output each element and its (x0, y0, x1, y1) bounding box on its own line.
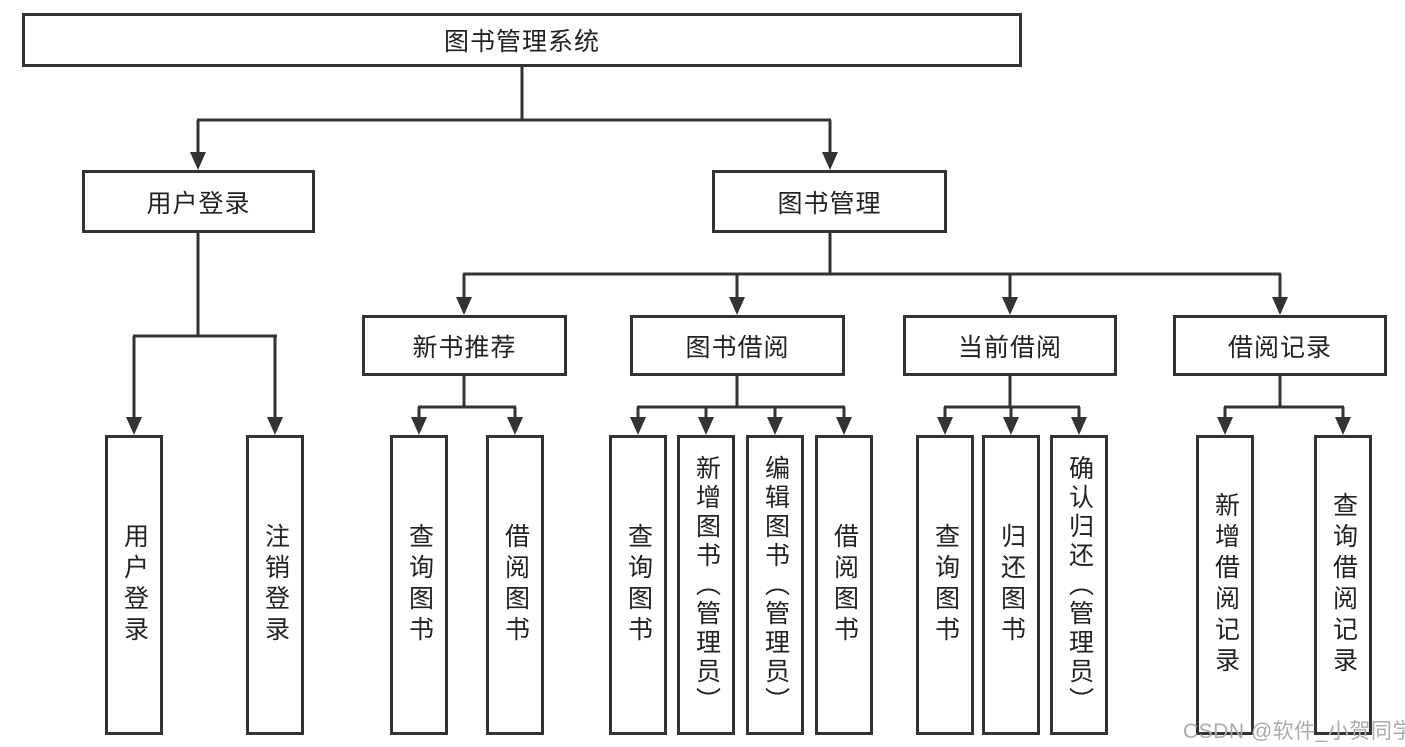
leaf-nb-query-book: 查询图书 (390, 435, 448, 735)
leaf-bb-edit-book: 编辑图书（管理员） (746, 435, 804, 735)
leaf-user-login-label: 用户登录 (120, 523, 149, 647)
leaf-br-add-record: 新增借阅记录 (1196, 435, 1254, 735)
node-current-borrow: 当前借阅 (903, 315, 1117, 376)
leaf-nb-borrow-book: 借阅图书 (486, 435, 544, 735)
node-new-book-rec-label: 新书推荐 (412, 333, 517, 362)
leaf-cb-return-book-label: 归还图书 (997, 523, 1026, 647)
connector-user-login-to-leaves (126, 233, 283, 435)
leaf-cb-confirm-return-label: 确认归还（管理员） (1065, 454, 1094, 716)
leaf-bb-add-book: 新增图书（管理员） (677, 435, 735, 735)
leaf-bb-borrow-book: 借阅图书 (815, 435, 873, 735)
leaf-br-query-record: 查询借阅记录 (1314, 435, 1372, 735)
node-book-borrow-label: 图书借阅 (685, 333, 790, 362)
node-root: 图书管理系统 (22, 13, 1022, 67)
node-book-mgmt: 图书管理 (712, 170, 947, 233)
leaf-bb-borrow-book-label: 借阅图书 (830, 523, 859, 647)
node-borrow-records-label: 借阅记录 (1227, 333, 1332, 362)
node-user-login-label: 用户登录 (146, 189, 251, 218)
node-new-book-rec: 新书推荐 (362, 315, 567, 376)
node-book-mgmt-label: 图书管理 (777, 189, 882, 218)
leaf-cb-return-book: 归还图书 (982, 435, 1040, 735)
leaf-user-login: 用户登录 (105, 435, 163, 735)
leaf-bb-query-book: 查询图书 (609, 435, 667, 735)
leaf-bb-query-book-label: 查询图书 (624, 523, 653, 647)
node-user-login: 用户登录 (82, 170, 315, 233)
leaf-nb-borrow-book-label: 借阅图书 (501, 523, 530, 647)
connector-current-borrow-to-leaves (937, 376, 1087, 435)
connector-root-to-level2 (190, 66, 838, 170)
node-book-borrow: 图书借阅 (630, 315, 845, 376)
leaf-cb-confirm-return: 确认归还（管理员） (1050, 435, 1108, 735)
leaf-cb-query-book: 查询图书 (916, 435, 974, 735)
leaf-logout: 注销登录 (246, 435, 304, 735)
leaf-nb-query-book-label: 查询图书 (405, 523, 434, 647)
node-root-label: 图书管理系统 (443, 28, 600, 56)
leaf-br-query-record-label: 查询借阅记录 (1329, 492, 1358, 678)
leaf-br-add-record-label: 新增借阅记录 (1211, 492, 1240, 678)
connector-borrow-records-to-leaves (1217, 376, 1351, 435)
connector-book-mgmt-to-level3 (456, 233, 1288, 315)
leaf-logout-label: 注销登录 (261, 523, 290, 647)
leaf-bb-edit-book-label: 编辑图书（管理员） (761, 454, 790, 716)
connector-new-book-rec-to-leaves (411, 376, 523, 435)
connector-book-borrow-to-leaves (630, 376, 852, 435)
watermark: CSDN @软件_小贺同学 (1183, 720, 1405, 743)
leaf-cb-query-book-label: 查询图书 (931, 523, 960, 647)
leaf-bb-add-book-label: 新增图书（管理员） (692, 454, 721, 716)
node-borrow-records: 借阅记录 (1173, 315, 1387, 376)
node-current-borrow-label: 当前借阅 (957, 333, 1062, 362)
